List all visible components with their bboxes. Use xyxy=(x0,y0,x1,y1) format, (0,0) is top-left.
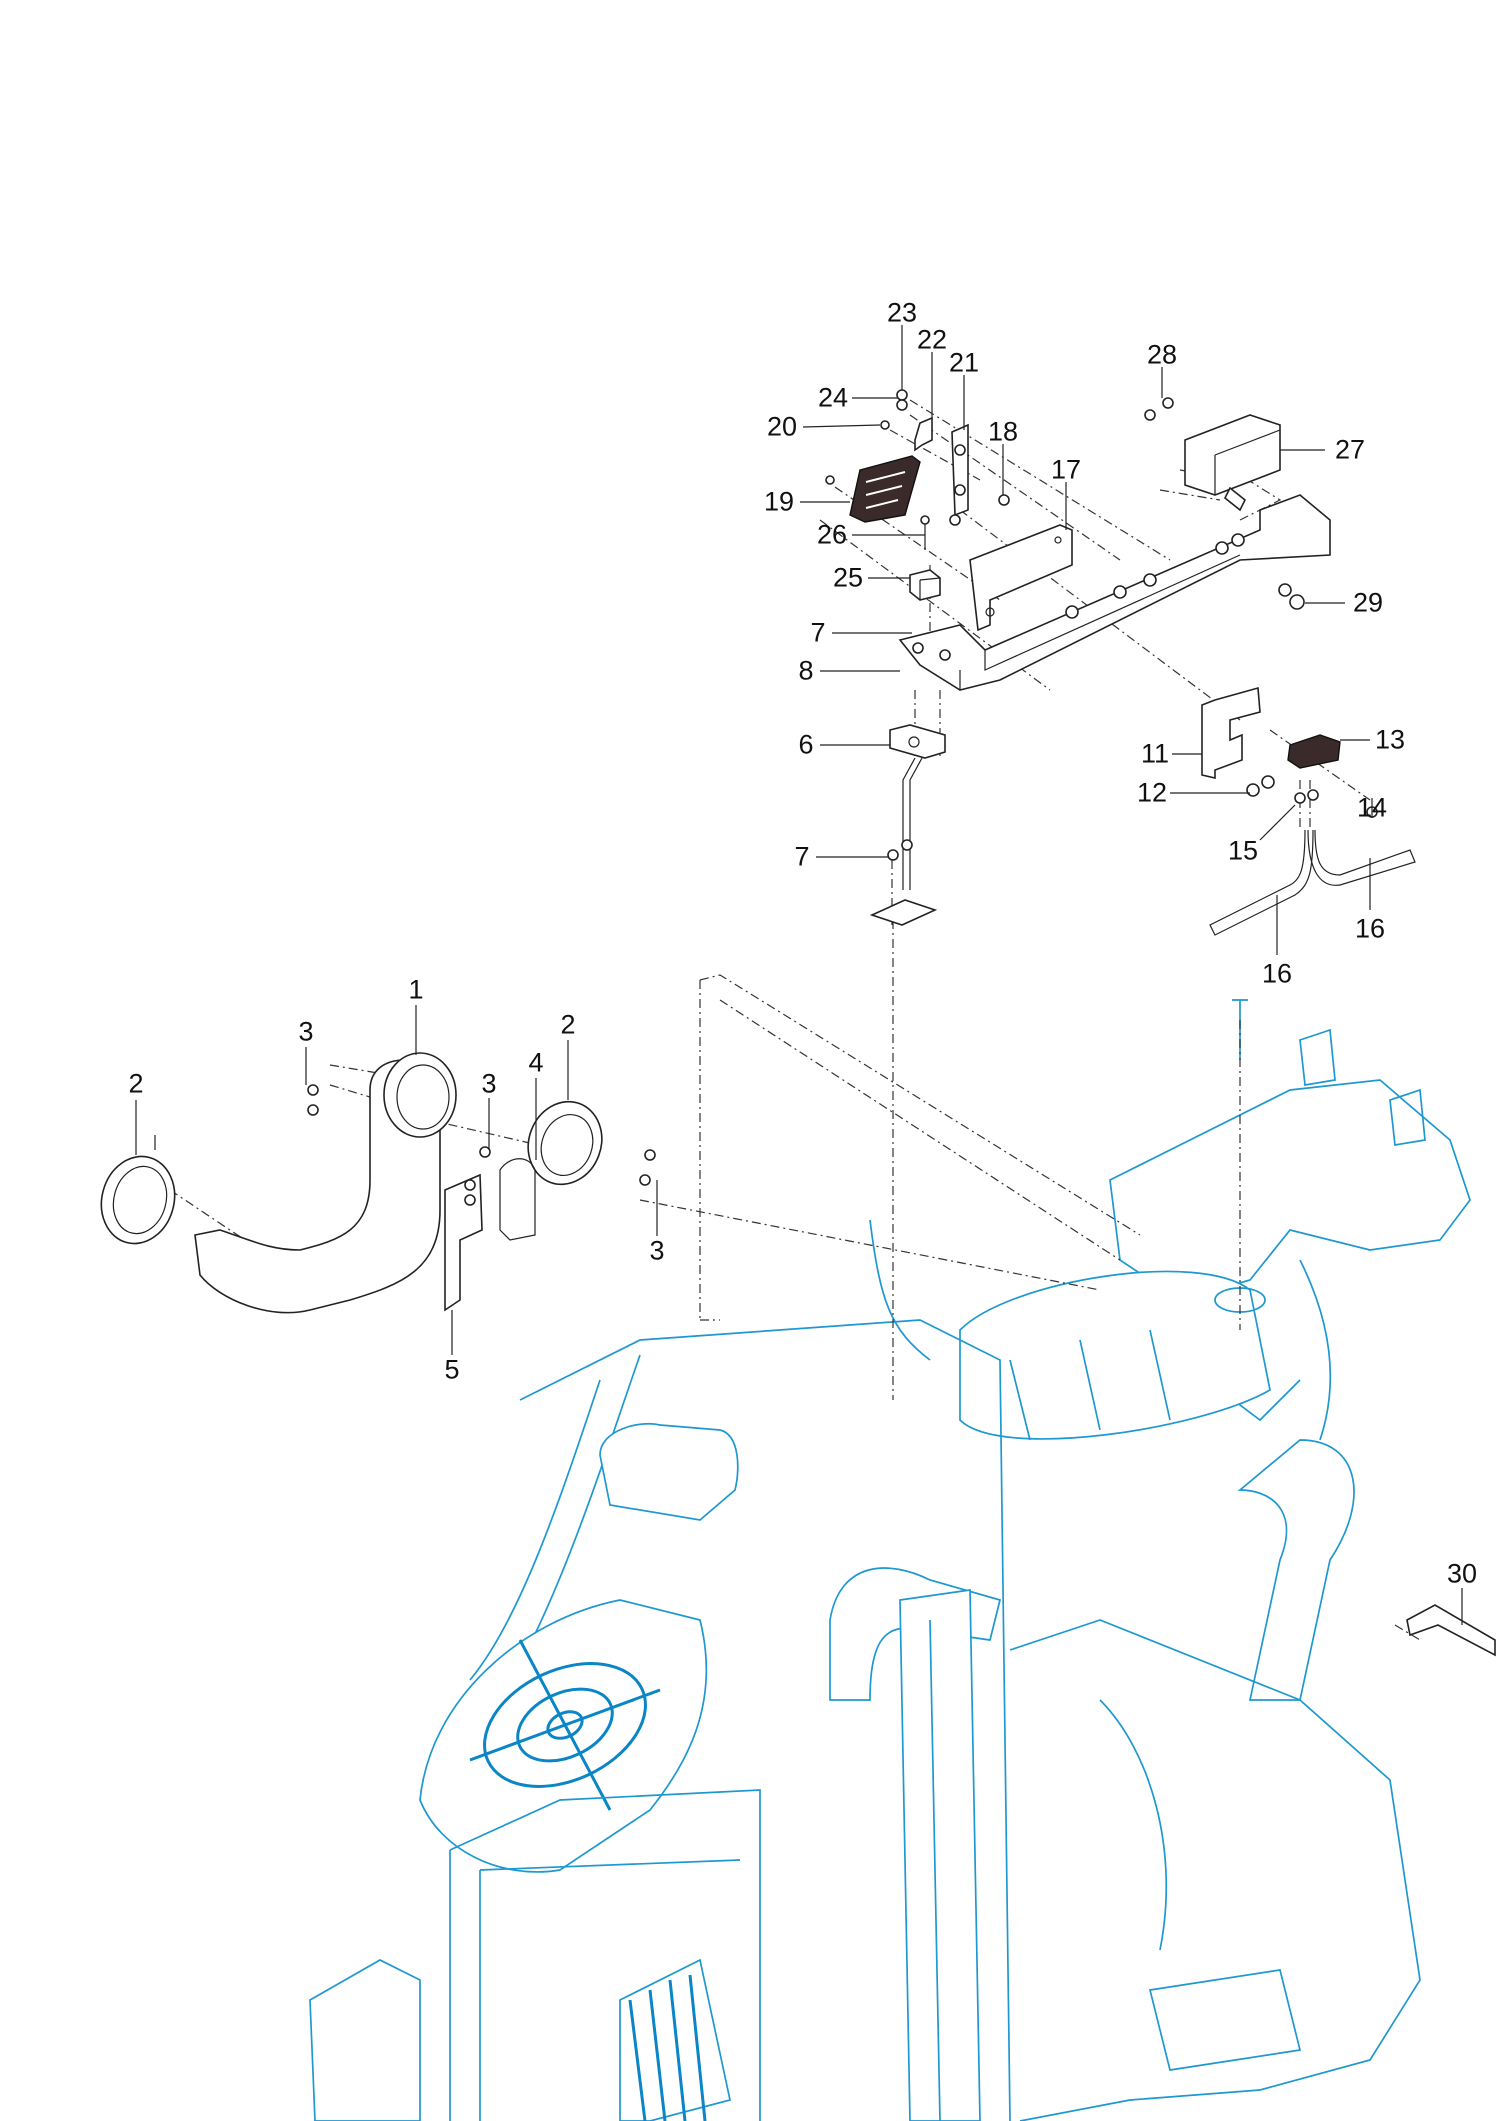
callout-15: 15 xyxy=(1227,835,1259,866)
callout-20: 20 xyxy=(766,411,798,442)
support-stay-assembly xyxy=(869,724,946,926)
callout-1: 1 xyxy=(408,974,424,1005)
callout-5: 5 xyxy=(444,1354,460,1385)
assembly-lines xyxy=(169,399,1421,1641)
callout-14: 14 xyxy=(1356,792,1388,823)
exhaust-pipe-assembly xyxy=(100,1052,656,1314)
callout-7-lower: 7 xyxy=(794,841,810,872)
bolts xyxy=(825,389,1174,661)
callout-4: 4 xyxy=(528,1047,544,1078)
callout-17: 17 xyxy=(1050,454,1082,485)
callout-7-upper: 7 xyxy=(810,617,826,648)
callout-30: 30 xyxy=(1446,1558,1478,1589)
callout-3-top: 3 xyxy=(298,1016,314,1047)
callout-23: 23 xyxy=(886,297,918,328)
callout-3-middle: 3 xyxy=(481,1068,497,1099)
callout-25: 25 xyxy=(832,562,864,593)
callout-28: 28 xyxy=(1146,339,1178,370)
callout-22: 22 xyxy=(916,324,948,355)
callout-2-left: 2 xyxy=(128,1068,144,1099)
callout-11: 11 xyxy=(1140,738,1170,769)
mounting-rail-assembly xyxy=(825,389,1331,691)
sensor-assembly xyxy=(1201,686,1416,936)
leader-lines xyxy=(135,325,1463,1625)
callout-3-right: 3 xyxy=(649,1235,665,1266)
callout-2-right: 2 xyxy=(560,1009,576,1040)
callout-29: 29 xyxy=(1352,587,1384,618)
callout-12: 12 xyxy=(1136,777,1168,808)
callout-24: 24 xyxy=(817,382,849,413)
callout-27: 27 xyxy=(1334,434,1366,465)
callout-21: 21 xyxy=(948,347,980,378)
angle-bracket-30 xyxy=(1406,1604,1496,1657)
callout-16-left: 16 xyxy=(1261,958,1293,989)
engine-assembly-background xyxy=(309,999,1471,2121)
callout-13: 13 xyxy=(1374,724,1406,755)
callout-6: 6 xyxy=(798,729,814,760)
callout-8: 8 xyxy=(798,655,814,686)
callout-16-right: 16 xyxy=(1354,913,1386,944)
callout-26: 26 xyxy=(816,519,848,550)
callout-18: 18 xyxy=(987,416,1019,447)
callout-19: 19 xyxy=(763,486,795,517)
